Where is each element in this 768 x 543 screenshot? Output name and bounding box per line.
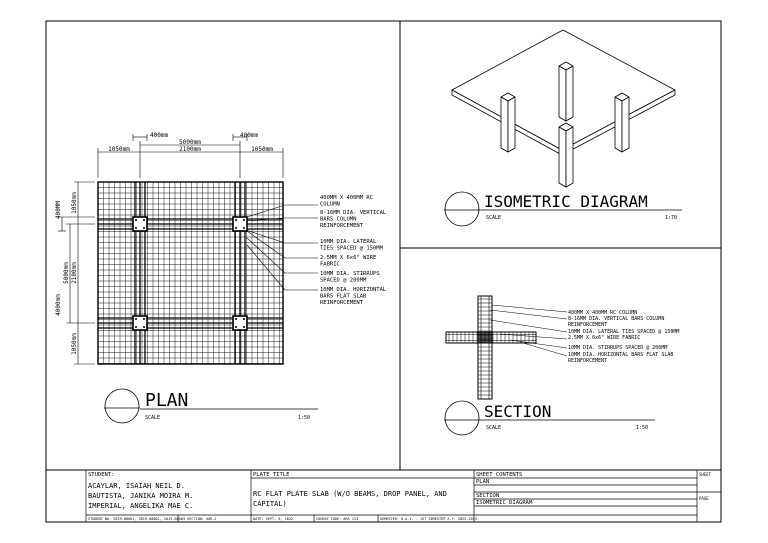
plan-column bbox=[132, 315, 148, 331]
section-title: SECTION bbox=[484, 402, 551, 421]
plan-callout-line: REINFORCEMENT bbox=[320, 223, 364, 229]
dim-top-2100: 2100mm bbox=[179, 146, 201, 153]
plan-column-bars bbox=[135, 219, 245, 328]
dim-side-400: 400MM bbox=[55, 201, 62, 219]
section-callout-line: 2.5MM X 6x6" WIRE FABRIC bbox=[568, 335, 640, 341]
plan-column-strips bbox=[98, 182, 283, 364]
sheet-label: SHEET bbox=[699, 472, 712, 477]
section-column bbox=[477, 295, 493, 400]
dim-top-1050-right: 1050mm bbox=[251, 146, 273, 153]
iso-column-right bbox=[614, 92, 630, 153]
plan-callout-line: SPACED @ 200MM bbox=[320, 278, 367, 284]
plan-callout-line: 2.5MM X 6x6" WIRE bbox=[320, 255, 376, 261]
plan-column bbox=[232, 216, 248, 232]
plate-title-line: RC FLAT PLATE SLAB (W/O BEAMS, DROP PANE… bbox=[253, 490, 447, 498]
section-callout-line: REINFORCEMENT bbox=[568, 358, 607, 364]
student-name: ACAYLAR, ISAIAH NEIL D. bbox=[88, 482, 185, 490]
section-callout-line: 10MM DIA. STIRRUPS SPACED @ 200MM bbox=[568, 345, 667, 351]
plan-column bbox=[232, 315, 248, 331]
section-scale-label: SCALE bbox=[486, 425, 501, 431]
iso-scale-label: SCALE bbox=[486, 215, 501, 221]
sheet-contents-item: PLAN bbox=[476, 479, 489, 485]
section-leaders bbox=[489, 304, 568, 357]
section-title-symbol bbox=[444, 400, 480, 436]
section-callout-line: 10MM DIA. HORIZONTAL BARS FLAT SLAB bbox=[568, 352, 673, 358]
section-callout-labels: 400MM X 400MM RC COLUMN 8-16MM DIA. VERT… bbox=[568, 310, 679, 364]
iso-column-top bbox=[558, 61, 574, 122]
section-view: 400MM X 400MM RC COLUMN 8-16MM DIA. VERT… bbox=[444, 295, 679, 436]
isometric-title: ISOMETRIC DIAGRAM bbox=[484, 192, 648, 211]
course-info: COURSE CODE: ARS 113 bbox=[316, 517, 358, 521]
plan-scale-label: SCALE bbox=[145, 415, 160, 421]
dim-top-5000: 5000mm bbox=[179, 139, 201, 146]
plan-wire-fabric-mesh bbox=[98, 182, 283, 364]
plan-scale-value: 1:50 bbox=[298, 415, 310, 421]
plan-column bbox=[132, 216, 148, 232]
plan-callout-line: FABRIC bbox=[320, 262, 340, 268]
section-callout-line: 8-16MM DIA. VERTICAL BARS COLUMN bbox=[568, 316, 664, 322]
dim-side-5000: 5000mm bbox=[63, 262, 70, 284]
plan-callout-line: COLUMN bbox=[320, 202, 340, 208]
section-scale-value: 1:50 bbox=[636, 425, 648, 431]
date-info: DATE: SEPT. 9, 2022 bbox=[253, 517, 293, 521]
plan-callout-line: REINFORCEMENT bbox=[320, 300, 364, 306]
plan-callout-line: 400MM X 400MM RC bbox=[320, 195, 373, 201]
semester-info: SEMESTER: B.A.Y. - 1ST SEMESTER A.Y. 202… bbox=[380, 517, 477, 521]
plan-top-dimensions bbox=[97, 134, 284, 178]
plan-view: 400mm 400mm 5000mm 1050mm 2100mm 1050mm … bbox=[55, 132, 387, 424]
plan-callout-line: 10MM DIA. STIRRUPS bbox=[320, 271, 380, 277]
dim-side-2100: 2100mm bbox=[71, 262, 78, 284]
section-callout-line: 400MM X 400MM RC COLUMN bbox=[568, 310, 637, 316]
isometric-view bbox=[451, 29, 676, 188]
plate-title-label: PLATE TITLE bbox=[253, 472, 289, 478]
plan-callout-line: 10MM DIA. HORIZONTAL bbox=[320, 287, 387, 293]
dim-top-1050-left: 1050mm bbox=[108, 146, 130, 153]
plan-leaders bbox=[245, 204, 318, 291]
plate-title-line: CAPITAL) bbox=[253, 500, 287, 508]
page-label: PAGE bbox=[699, 496, 709, 501]
plan-callout-line: 8-16MM DIA. VERTICAL bbox=[320, 210, 387, 216]
dim-top-400-left: 400mm bbox=[150, 132, 168, 139]
plan-left-dimensions bbox=[58, 181, 95, 365]
iso-title-symbol bbox=[444, 191, 480, 227]
title-block-student-label: STUDENT: bbox=[88, 472, 115, 478]
section-callout-line: 10MM DIA. LATERAL TIES SPACED @ 150MM bbox=[568, 329, 679, 335]
plan-callout-line: BARS FLAT SLAB bbox=[320, 294, 367, 300]
iso-column-left bbox=[500, 92, 516, 153]
isometric-title-group: ISOMETRIC DIAGRAM SCALE 1:70 bbox=[444, 191, 682, 227]
plan-callout-line: 10MM DIA. LATERAL bbox=[320, 239, 377, 245]
section-callout-line: REINFORCEMENT bbox=[568, 322, 607, 328]
sheet-contents-label: SHEET CONTENTS bbox=[476, 472, 522, 478]
plan-callout-line: BARS COLUMN bbox=[320, 217, 356, 223]
plan-slab-outline bbox=[97, 181, 284, 365]
section-joint bbox=[478, 332, 492, 343]
plan-title-symbol bbox=[104, 388, 140, 424]
iso-scale-value: 1:70 bbox=[665, 215, 677, 221]
dim-top-400-right: 400mm bbox=[240, 132, 258, 139]
iso-column-front bbox=[558, 122, 574, 188]
student-info: STUDENT NO: 2019-00001, 2019-00002, 2019… bbox=[88, 517, 217, 521]
sheet-frame bbox=[45, 20, 722, 523]
dim-side-1050-bottom: 1050mm bbox=[71, 333, 78, 355]
dim-side-4000: 4000mm bbox=[55, 294, 62, 316]
plan-callout-line: TIES SPACED @ 150MM bbox=[320, 246, 384, 252]
sheet-contents-item: SECTION bbox=[476, 493, 499, 499]
plan-title: PLAN bbox=[145, 390, 188, 411]
dim-side-1050-top: 1050mm bbox=[71, 192, 78, 214]
sheet-contents-item: ISOMETRIC DIAGRAM bbox=[476, 500, 533, 506]
student-name: IMPERIAL, ANGELIKA MAE C. bbox=[88, 502, 193, 510]
student-name: BAUTISTA, JANIKA MOIRA M. bbox=[88, 492, 193, 500]
title-block-frame bbox=[85, 470, 721, 522]
